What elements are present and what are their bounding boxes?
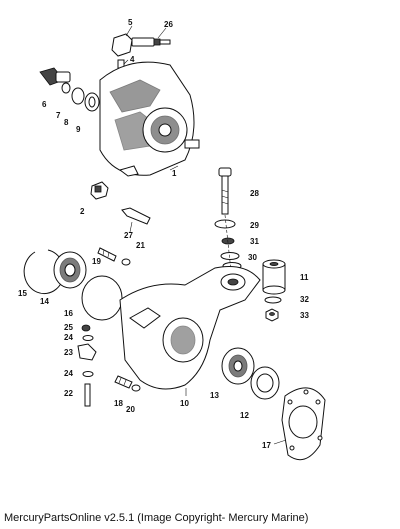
callout-29: 29 (250, 221, 259, 230)
callout-19: 19 (92, 257, 101, 266)
callout-28: 28 (250, 189, 259, 198)
callout-31: 31 (250, 237, 259, 246)
callout-11: 11 (300, 273, 309, 282)
callout-2: 2 (80, 207, 85, 216)
callout-10: 10 (180, 399, 189, 408)
gearcase-housing[interactable] (99, 61, 200, 177)
bearing-and-seal[interactable] (221, 347, 280, 400)
callout-4: 4 (130, 55, 135, 64)
callout-8: 8 (64, 118, 69, 127)
callout-26: 26 (164, 20, 173, 29)
callout-23: 23 (64, 348, 73, 357)
rubber-mount[interactable] (262, 259, 286, 322)
callout-21: 21 (136, 241, 145, 250)
image-caption: MercuryPartsOnline v2.5.1 (Image Copyrig… (4, 512, 309, 524)
bolt-and-washers[interactable] (214, 167, 242, 281)
screw-and-washer[interactable] (114, 375, 141, 392)
callout-25: 25 (64, 323, 73, 332)
gasket-plate[interactable] (273, 387, 326, 461)
callout-24b: 24 (64, 369, 73, 378)
callout-1: 1 (172, 169, 177, 178)
snap-ring-and-bearing[interactable] (23, 249, 87, 295)
callout-18: 18 (114, 399, 123, 408)
callout-17: 17 (262, 441, 271, 450)
lower-housing[interactable] (119, 266, 261, 397)
callout-32: 32 (300, 295, 309, 304)
callout-20: 20 (126, 405, 135, 414)
callout-22: 22 (64, 389, 73, 398)
callout-13: 13 (210, 391, 219, 400)
callout-30: 30 (248, 253, 257, 262)
shift-cam-and-stud[interactable] (90, 181, 151, 233)
sender-assembly[interactable] (111, 25, 171, 69)
callout-15: 15 (18, 289, 27, 298)
callout-5: 5 (128, 18, 133, 27)
callout-6: 6 (42, 100, 47, 109)
exploded-parts-diagram: 5 26 4 6 7 8 9 1 2 27 28 29 31 30 11 32 … (18, 18, 326, 461)
callout-27: 27 (124, 231, 133, 240)
gasket-disc[interactable] (81, 275, 123, 321)
callout-12: 12 (240, 411, 249, 420)
callout-33: 33 (300, 311, 309, 320)
stud-and-washer[interactable] (97, 247, 131, 266)
linkage-hardware[interactable] (77, 324, 97, 407)
callout-9: 9 (76, 125, 81, 134)
callout-7: 7 (56, 111, 61, 120)
callout-16: 16 (64, 309, 73, 318)
shift-shaft-components[interactable] (39, 67, 100, 112)
callout-14: 14 (40, 297, 49, 306)
callout-24a: 24 (64, 333, 73, 342)
